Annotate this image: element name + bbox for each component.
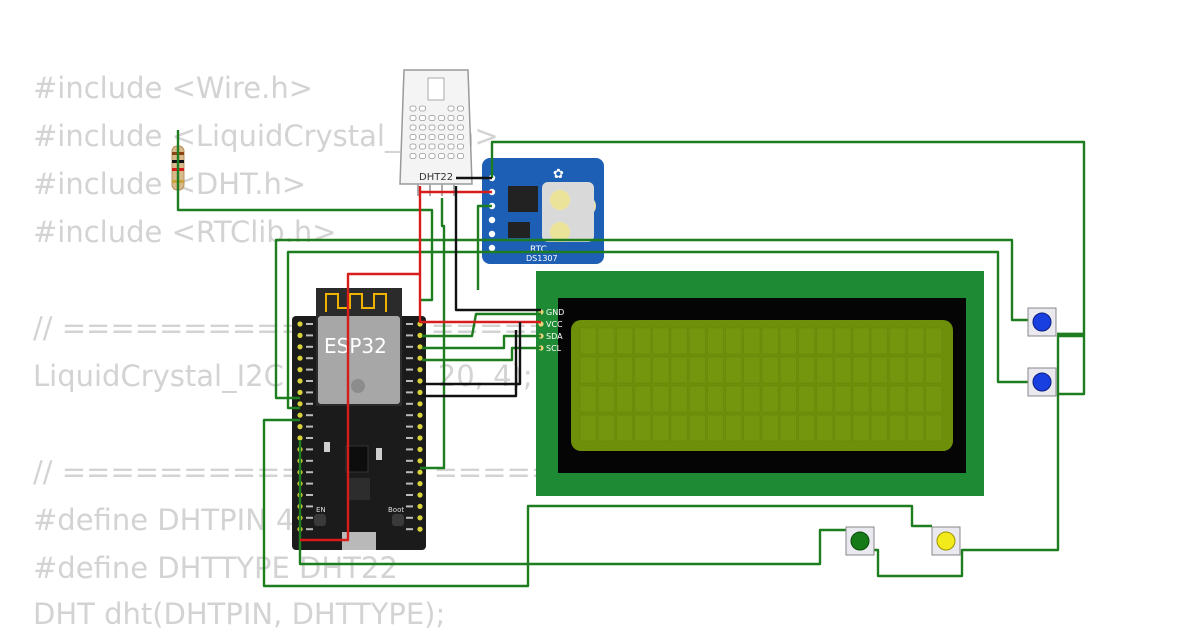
en-button[interactable]	[314, 514, 326, 526]
wire-gnd-esp	[422, 322, 522, 386]
dht22-notch	[427, 77, 445, 101]
adafruit-star-icon: ✿	[553, 167, 564, 182]
dht22-grill	[409, 105, 464, 159]
button-blue-2[interactable]	[1027, 367, 1057, 397]
wires	[176, 130, 1086, 588]
dht22-sensor[interactable]: DHT22	[399, 69, 473, 196]
wire-dht-signal	[420, 198, 446, 470]
button-yellow[interactable]	[931, 526, 961, 556]
button-green[interactable]	[845, 526, 875, 556]
button-blue-2-cap	[1032, 372, 1052, 392]
boot-label: Boot	[388, 506, 404, 514]
en-label: EN	[316, 506, 326, 514]
lcd-pin-gnd: GND	[546, 308, 564, 317]
regulator-chip	[345, 445, 369, 473]
smd-resistor	[324, 442, 330, 452]
wire-gnd-esp-2	[422, 330, 518, 398]
wire-btn-yellow	[262, 418, 932, 588]
lcd-pin-sda: SDA	[546, 332, 563, 341]
lcd-display[interactable]: GND VCC SDA SCL	[536, 271, 984, 496]
wire-vcc-lcd	[418, 186, 541, 324]
wire-btn2-gpio	[286, 250, 1030, 410]
code-line-1: #include <Wire.h>	[33, 71, 314, 105]
code-line-12: DHT dht(DHTPIN, DHTTYPE);	[33, 597, 446, 631]
button-green-cap	[850, 531, 870, 551]
esp32-board[interactable]: ESP32 Boot EN	[292, 288, 426, 550]
wire-btn-gnd	[874, 334, 1084, 578]
esp32-shield	[318, 316, 400, 404]
button-yellow-cap	[936, 531, 956, 551]
code-line-4: #include <RTClib.h>	[33, 215, 337, 249]
lcd-pin-scl: SCL	[546, 344, 562, 353]
wire-btn-green	[298, 440, 848, 566]
rtc-chip	[508, 186, 538, 212]
smd-capacitor	[376, 448, 382, 460]
esp32-label: ESP32	[324, 334, 387, 358]
wire-btn1-gpio	[274, 238, 1030, 400]
rtc-model: DS1307	[526, 254, 558, 263]
wire-lcd-sda	[422, 334, 541, 350]
lcd-pin-vcc: VCC	[546, 320, 563, 329]
wire-gnd-lcd	[454, 186, 541, 312]
code-line-3: #include <DHT.h>	[33, 167, 307, 201]
wire-lcd-scl	[422, 346, 541, 362]
wire-lcd-gnd-alt	[422, 312, 541, 338]
code-line-10: #define DHTPIN 4	[33, 503, 295, 537]
boot-button[interactable]	[392, 514, 404, 526]
rtc-module[interactable]: ✿ RTC DS1307	[482, 158, 604, 264]
wire-dht-data	[176, 130, 434, 302]
button-blue-1[interactable]	[1027, 307, 1057, 337]
button-blue-1-cap	[1032, 312, 1052, 332]
wire-btn-bus	[1057, 332, 1086, 396]
wire-rtc-sda	[476, 204, 492, 290]
rtc-label: RTC	[530, 245, 547, 255]
code-line-11: #define DHTTYPE DHT22	[33, 551, 398, 585]
espressif-logo-icon	[351, 379, 365, 393]
usb-uart-chip	[348, 478, 370, 500]
dht22-label: DHT22	[419, 172, 453, 183]
rtc-crystal	[508, 222, 530, 238]
usb-port	[342, 532, 376, 550]
lcd-character-grid	[579, 327, 943, 442]
wire-vcc-esp	[300, 272, 420, 542]
antenna-trace	[325, 293, 387, 312]
esp32-right-pins	[406, 321, 423, 532]
